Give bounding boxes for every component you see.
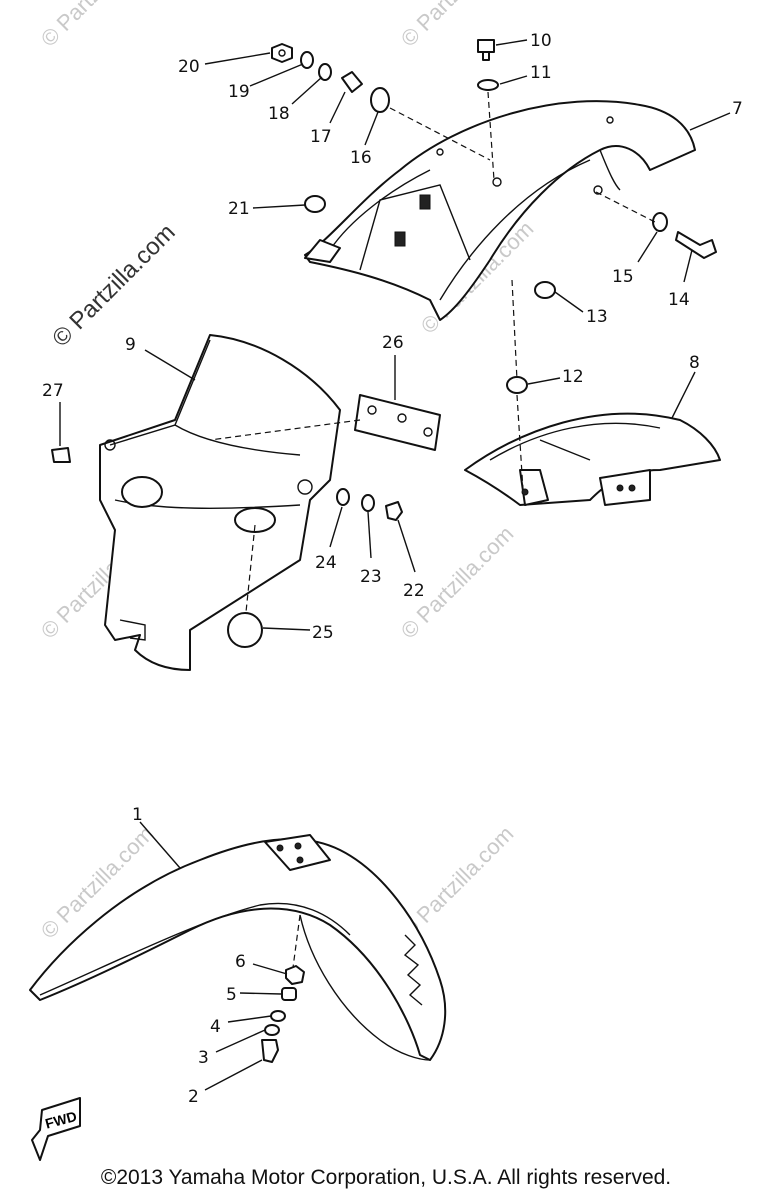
part-8-inner-fender xyxy=(464,412,721,506)
callout-8: 8 xyxy=(689,353,700,373)
callout-24: 24 xyxy=(315,553,337,573)
hardware xyxy=(51,39,717,648)
callout-21: 21 xyxy=(228,199,250,219)
callout-19: 19 xyxy=(228,82,250,102)
part-1-front-fender xyxy=(29,834,447,1061)
copyright-notice: ©2013 Yamaha Motor Corporation, U.S.A. A… xyxy=(100,1166,672,1189)
part-17-spacer xyxy=(341,71,363,93)
callout-25: 25 xyxy=(312,623,334,643)
callout-11: 11 xyxy=(530,63,552,83)
part-13-grommet xyxy=(534,281,556,299)
callout-17: 17 xyxy=(310,127,332,147)
part-10-bolt xyxy=(477,39,495,53)
part-18-washer xyxy=(318,63,332,81)
callout-14: 14 xyxy=(668,290,690,310)
callout-3: 3 xyxy=(198,1048,209,1068)
part-3-washer xyxy=(264,1024,280,1036)
watermark-1: © Partzilla.com xyxy=(36,0,159,52)
part-27-bolt xyxy=(51,447,71,463)
part-16-grommet xyxy=(370,87,390,113)
part-2-bolt xyxy=(261,1039,279,1063)
part-11-washer xyxy=(477,79,499,91)
part-15-washer xyxy=(652,212,668,232)
callout-20: 20 xyxy=(178,57,200,77)
watermark-large: © Partzilla.com xyxy=(47,219,180,352)
part-26-plate xyxy=(209,394,441,451)
callout-18: 18 xyxy=(268,104,290,124)
part-12-grommet xyxy=(506,376,528,394)
part-7-rear-fender xyxy=(304,100,696,321)
callout-10: 10 xyxy=(530,31,552,51)
callout-27: 27 xyxy=(42,381,64,401)
callout-23: 23 xyxy=(360,567,382,587)
part-4-washer xyxy=(270,1010,286,1022)
callout-12: 12 xyxy=(562,367,584,387)
callout-9: 9 xyxy=(125,335,136,355)
part-22-bolt xyxy=(385,501,403,521)
callout-22: 22 xyxy=(403,581,425,601)
part-20-nut xyxy=(271,43,293,63)
callout-1: 1 xyxy=(132,805,143,825)
callout-16: 16 xyxy=(350,148,372,168)
callout-6: 6 xyxy=(235,952,246,972)
front-hardware xyxy=(261,965,305,1063)
callout-15: 15 xyxy=(612,267,634,287)
callout-7: 7 xyxy=(732,99,743,119)
part-5-spacer xyxy=(281,987,297,1001)
callout-26: 26 xyxy=(382,333,404,353)
part-23-washer xyxy=(361,494,375,512)
part-6-nut xyxy=(285,965,305,985)
callout-4: 4 xyxy=(210,1017,221,1037)
callout-5: 5 xyxy=(226,985,237,1005)
callouts: 20 19 18 17 16 10 11 7 21 15 14 13 xyxy=(42,31,743,1107)
fwd-label: FWD xyxy=(43,1108,78,1132)
part-9-cover xyxy=(99,334,341,671)
part-25-cap xyxy=(227,612,263,648)
part-19-washer xyxy=(300,51,314,69)
part-24-washer xyxy=(336,488,350,506)
fwd-arrow: FWD xyxy=(31,1097,81,1161)
callout-2: 2 xyxy=(188,1087,199,1107)
part-21-grommet xyxy=(304,195,326,213)
callout-13: 13 xyxy=(586,307,608,327)
part-14-bolt xyxy=(675,231,717,259)
